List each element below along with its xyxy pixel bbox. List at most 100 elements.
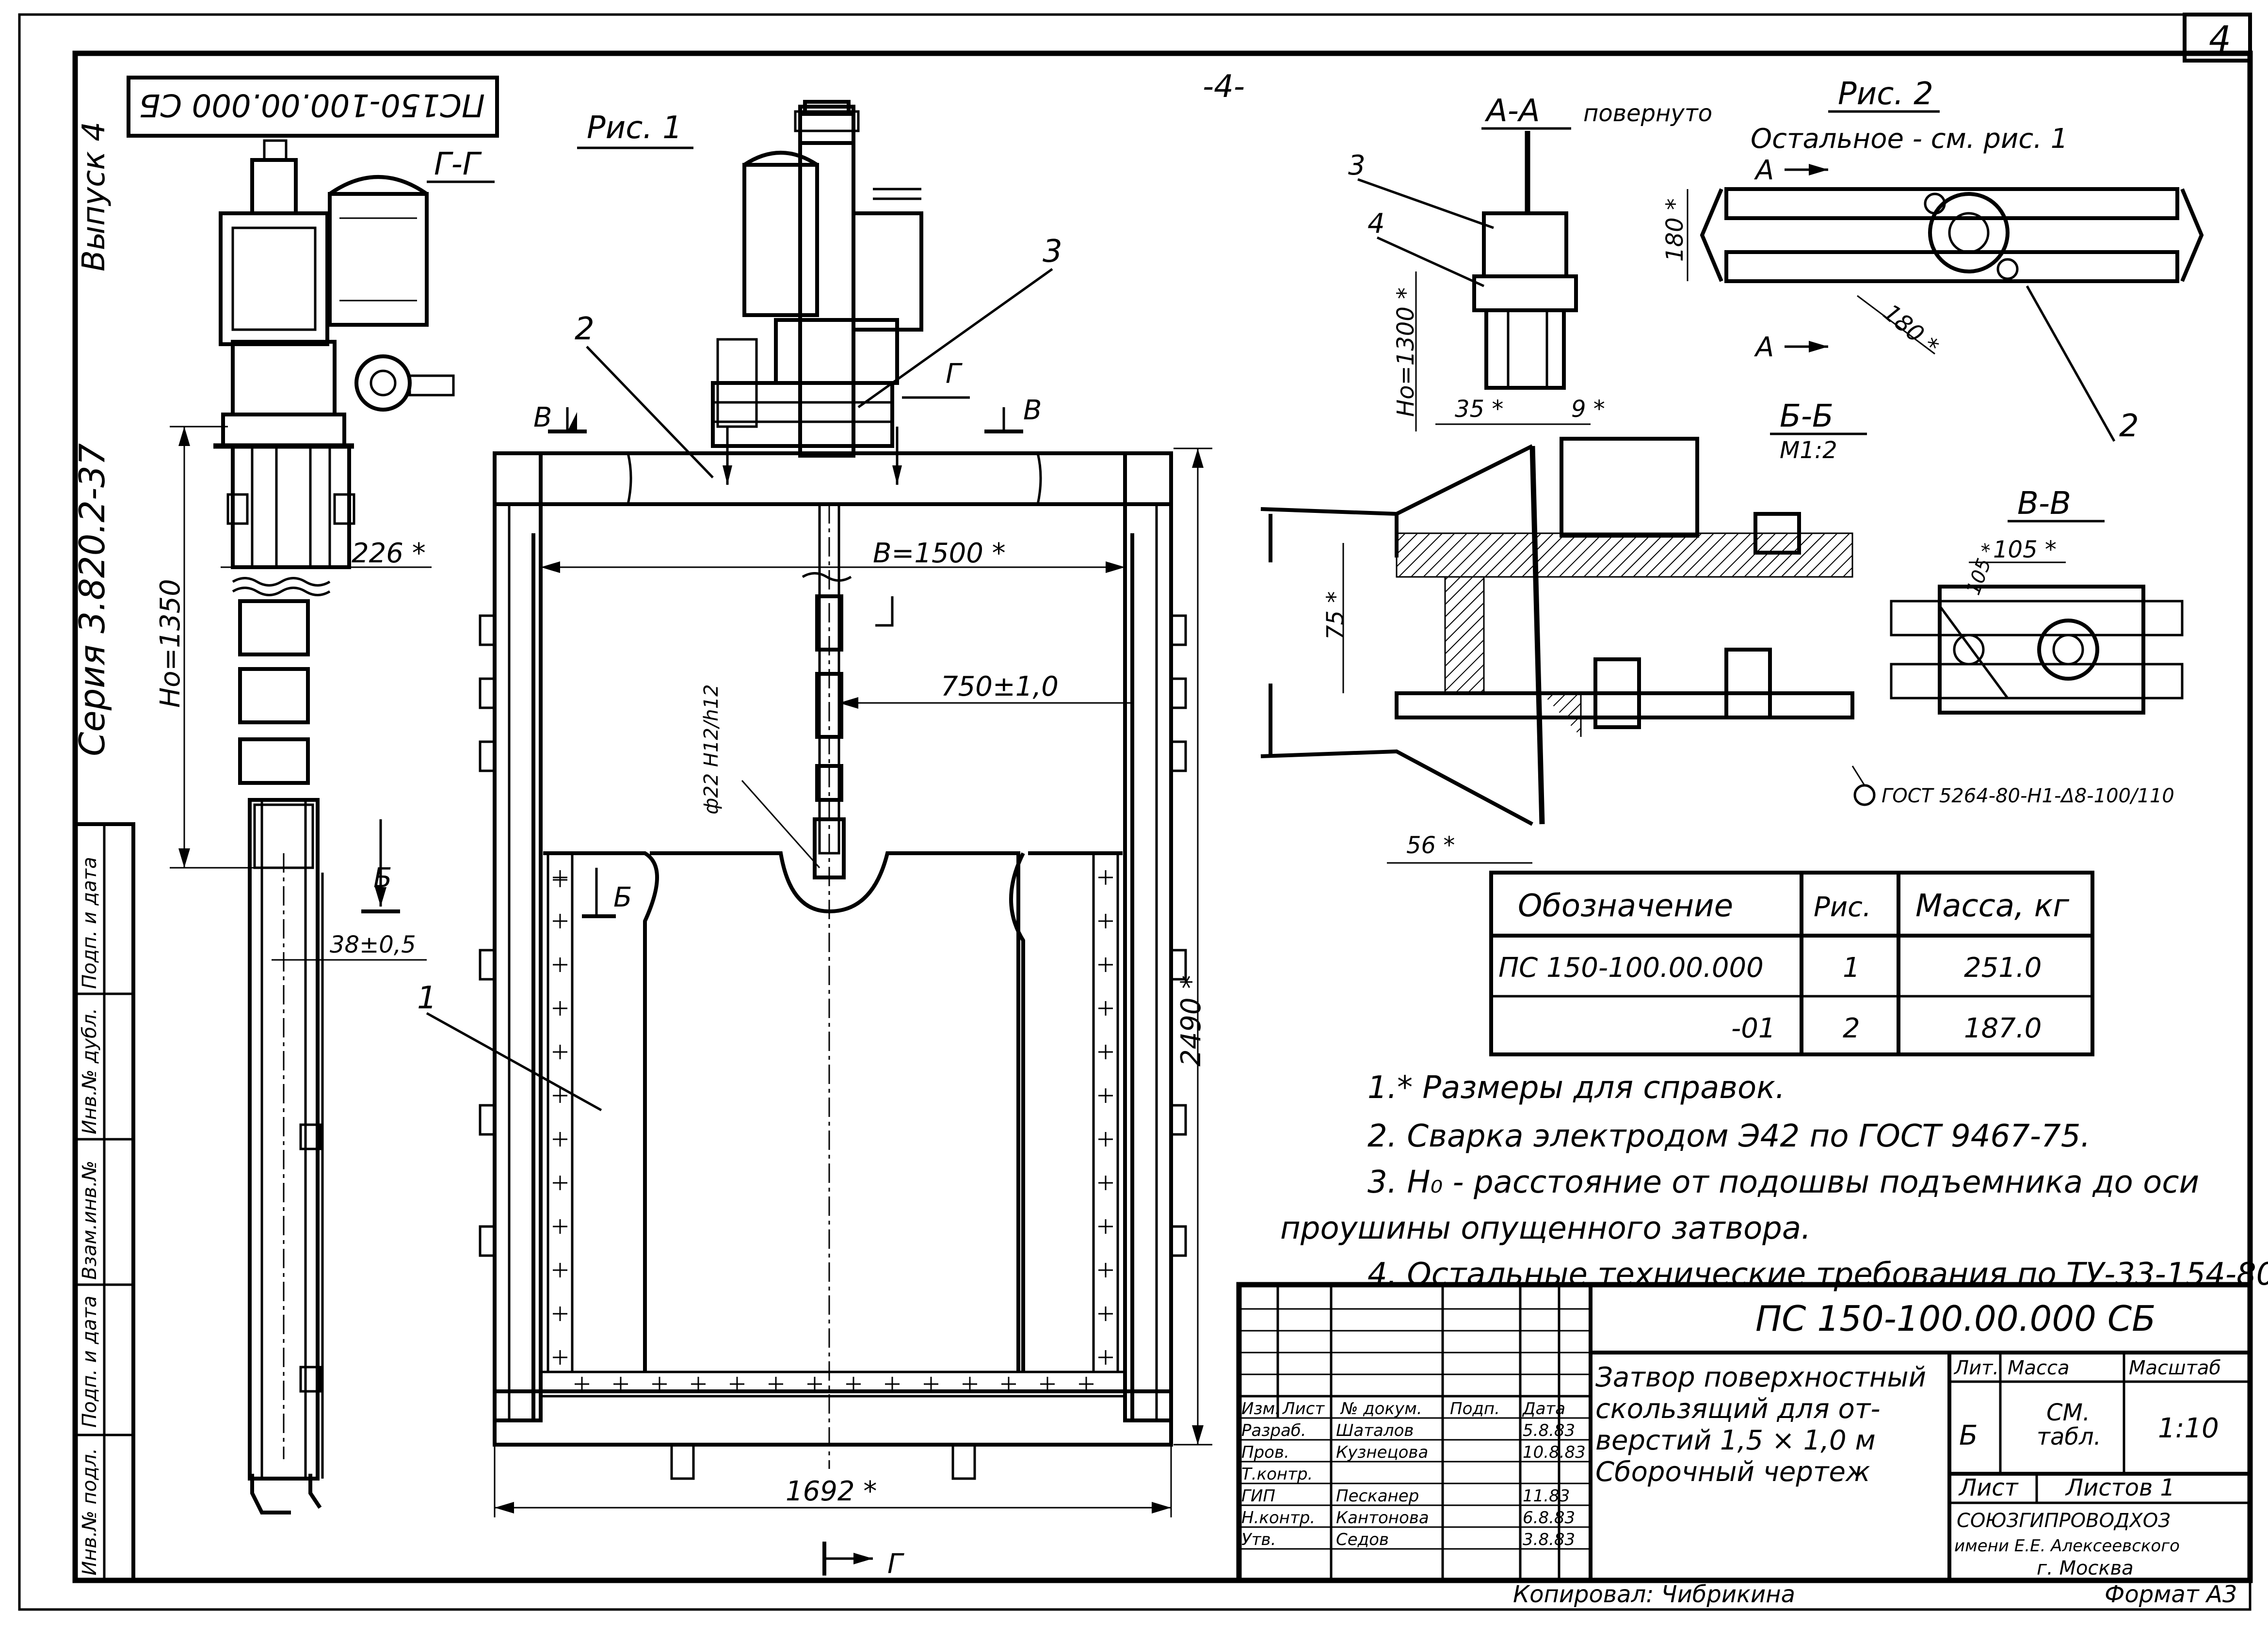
tb-org-line-3: г. Москва xyxy=(2037,1557,2134,1579)
tb-sheet-label: Лист xyxy=(1958,1474,2019,1501)
tb-col-date: Дата xyxy=(1522,1399,1565,1418)
fig2-section-a-bottom: А xyxy=(1754,332,1774,363)
bb-title: Б-Б xyxy=(1780,398,1834,434)
weld-cross xyxy=(730,1377,744,1391)
stamp-cell-2: Подп. и дата xyxy=(79,1296,101,1428)
aa-title: А-А xyxy=(1484,93,1540,129)
weld-cross xyxy=(553,1219,567,1234)
sheet-corner-number: 4 xyxy=(2209,18,2231,59)
weld-cross xyxy=(1098,914,1113,928)
tb-org-line-1: СОЮЗГИПРОВОДХОЗ xyxy=(1957,1510,2171,1532)
weld-cross xyxy=(1098,1176,1113,1190)
tb-designation: ПС 150-100.00.000 СБ xyxy=(1755,1298,2156,1339)
callout-1: 1 xyxy=(417,980,437,1016)
mass-row1-designation: ПС 150-100.00.000 xyxy=(1498,952,1764,984)
weld-cross xyxy=(1098,1045,1113,1059)
mass-header-mass: Масса, кг xyxy=(1915,888,2069,924)
tb-mass-header: Масса xyxy=(2008,1357,2070,1379)
section-mark-b-side: Б xyxy=(373,862,392,894)
fig2-view: Рис. 2 Остальное - см. рис. 1 А А 180 * … xyxy=(1661,76,2204,444)
section-aa: А-А повернуто 3 4 Ho=1300 * xyxy=(1348,93,1712,431)
aa-callout-4: 4 xyxy=(1367,208,1385,239)
tb-mass-value-2: табл. xyxy=(2037,1423,2101,1450)
tb-role-1: Разраб. xyxy=(1241,1421,1306,1440)
tb-name-line-4: Сборочный чертеж xyxy=(1595,1456,1870,1488)
dim-105a: 105 * xyxy=(1993,536,2057,563)
mass-row1-mass: 251.0 xyxy=(1964,952,2042,984)
tb-name-line-2: скользящий для от- xyxy=(1595,1393,1881,1425)
dim-38: 38±0,5 xyxy=(330,931,416,958)
aa-callout-3: 3 xyxy=(1348,150,1366,181)
tb-role-6: Утв. xyxy=(1241,1530,1276,1549)
mass-row2-fig: 2 xyxy=(1843,1013,1860,1044)
section-mark-g-top: Г xyxy=(946,358,963,390)
tb-date-5: 6.8.83 xyxy=(1523,1508,1575,1528)
tb-name-1: Шаталов xyxy=(1336,1421,1414,1440)
tb-col-list: Лист xyxy=(1282,1399,1325,1418)
dim-750: 750±1,0 xyxy=(941,671,1059,702)
tb-org-line-2: имени Е.Е. Алексеевского xyxy=(1954,1536,2180,1556)
weld-cross xyxy=(885,1377,900,1391)
sheet-frame: 4 -4- Копировал: Чибрикина Формат А3 xyxy=(18,13,2253,1611)
weld-cross xyxy=(769,1377,783,1391)
title-block: Изм. Лист № докум. Подп. Дата Разраб. Ша… xyxy=(1236,1282,2253,1583)
weld-cross xyxy=(691,1377,706,1391)
weld-cross xyxy=(846,1377,861,1391)
technical-notes: 1.* Размеры для справок. 2. Сварка элект… xyxy=(1280,1070,2268,1292)
tb-col-doc: № докум. xyxy=(1340,1399,1422,1418)
weld-cross xyxy=(652,1377,667,1391)
note-3: 3. Н₀ - расстояние от подошвы подъемника… xyxy=(1367,1164,2199,1200)
tb-name-4: Песканер xyxy=(1336,1486,1419,1506)
mass-header-fig: Рис. xyxy=(1814,892,1871,923)
bb-scale: М1:2 xyxy=(1780,437,1837,464)
page-number: -4- xyxy=(1203,69,1245,105)
callout-2: 2 xyxy=(575,311,595,347)
tb-role-5: Н.контр. xyxy=(1241,1508,1315,1528)
fig2-callout-2: 2 xyxy=(2119,408,2139,444)
stamp-cell-1: Инв.№ подл. xyxy=(79,1448,101,1576)
weld-cross xyxy=(553,1306,567,1321)
weld-cross xyxy=(1098,1263,1113,1277)
section-mark-v-left: В xyxy=(533,402,552,433)
weld-cross xyxy=(1098,957,1113,972)
tb-sheets-label: Листов 1 xyxy=(2065,1474,2175,1501)
weld-cross xyxy=(553,1176,567,1190)
weld-cross xyxy=(553,870,567,885)
weld-cross xyxy=(1079,1377,1094,1391)
mass-row1-fig: 1 xyxy=(1843,952,1860,984)
tb-name-6: Седов xyxy=(1336,1530,1389,1549)
tb-role-2: Пров. xyxy=(1241,1443,1289,1462)
dim-180a: 180 * xyxy=(1661,198,1689,262)
weld-cross xyxy=(1098,1001,1113,1016)
aa-note: повернуто xyxy=(1583,100,1712,127)
upside-down-code: ПС150-100.00.000 СБ xyxy=(139,87,485,123)
tb-date-6: 3.8.83 xyxy=(1523,1530,1575,1549)
fig1-title: Рис. 1 xyxy=(587,110,682,146)
weld-cross xyxy=(553,1045,567,1059)
section-mark-g-bottom: Г xyxy=(887,1548,904,1580)
tb-name-2: Кузнецова xyxy=(1336,1443,1428,1462)
section-mark-v-right: В xyxy=(1023,395,1042,426)
dim-width-b: B=1500 * xyxy=(873,538,1006,569)
front-view-fig1: Рис. 1 xyxy=(417,100,1212,1580)
weld-cross xyxy=(1098,1306,1113,1321)
tb-scale-value: 1:10 xyxy=(2158,1413,2219,1444)
weld-cross xyxy=(1001,1377,1016,1391)
stamp-cell-4: Инв.№ дубл. xyxy=(79,1008,101,1134)
mass-row2-mass: 187.0 xyxy=(1964,1013,2042,1044)
callout-3: 3 xyxy=(1043,234,1062,270)
section-bb: Б-Б М1:2 75 * 35 * 9 * 56 * ГОСТ 5264-80… xyxy=(1260,396,2174,864)
note-3-continued: проушины опущенного затвора. xyxy=(1280,1211,1811,1246)
weld-cross xyxy=(924,1377,938,1391)
weld-cross xyxy=(1098,1219,1113,1234)
weld-cross-marks xyxy=(553,870,1113,1391)
dim-75: 75 * xyxy=(1322,591,1349,640)
tb-lit-value: Б xyxy=(1959,1420,1978,1451)
gost-bolt: ГОСТ 5264-80-Н1-Δ8-100/110 xyxy=(1882,785,2174,807)
dim-105b: 105 * xyxy=(1962,541,2001,598)
tb-name-line-1: Затвор поверхностный xyxy=(1595,1362,1926,1393)
note-1: 1.* Размеры для справок. xyxy=(1367,1070,1785,1106)
dim-height-total: 2490 * xyxy=(1175,975,1207,1067)
tb-mass-value-1: СМ. xyxy=(2046,1399,2090,1426)
weld-cross xyxy=(553,1132,567,1147)
